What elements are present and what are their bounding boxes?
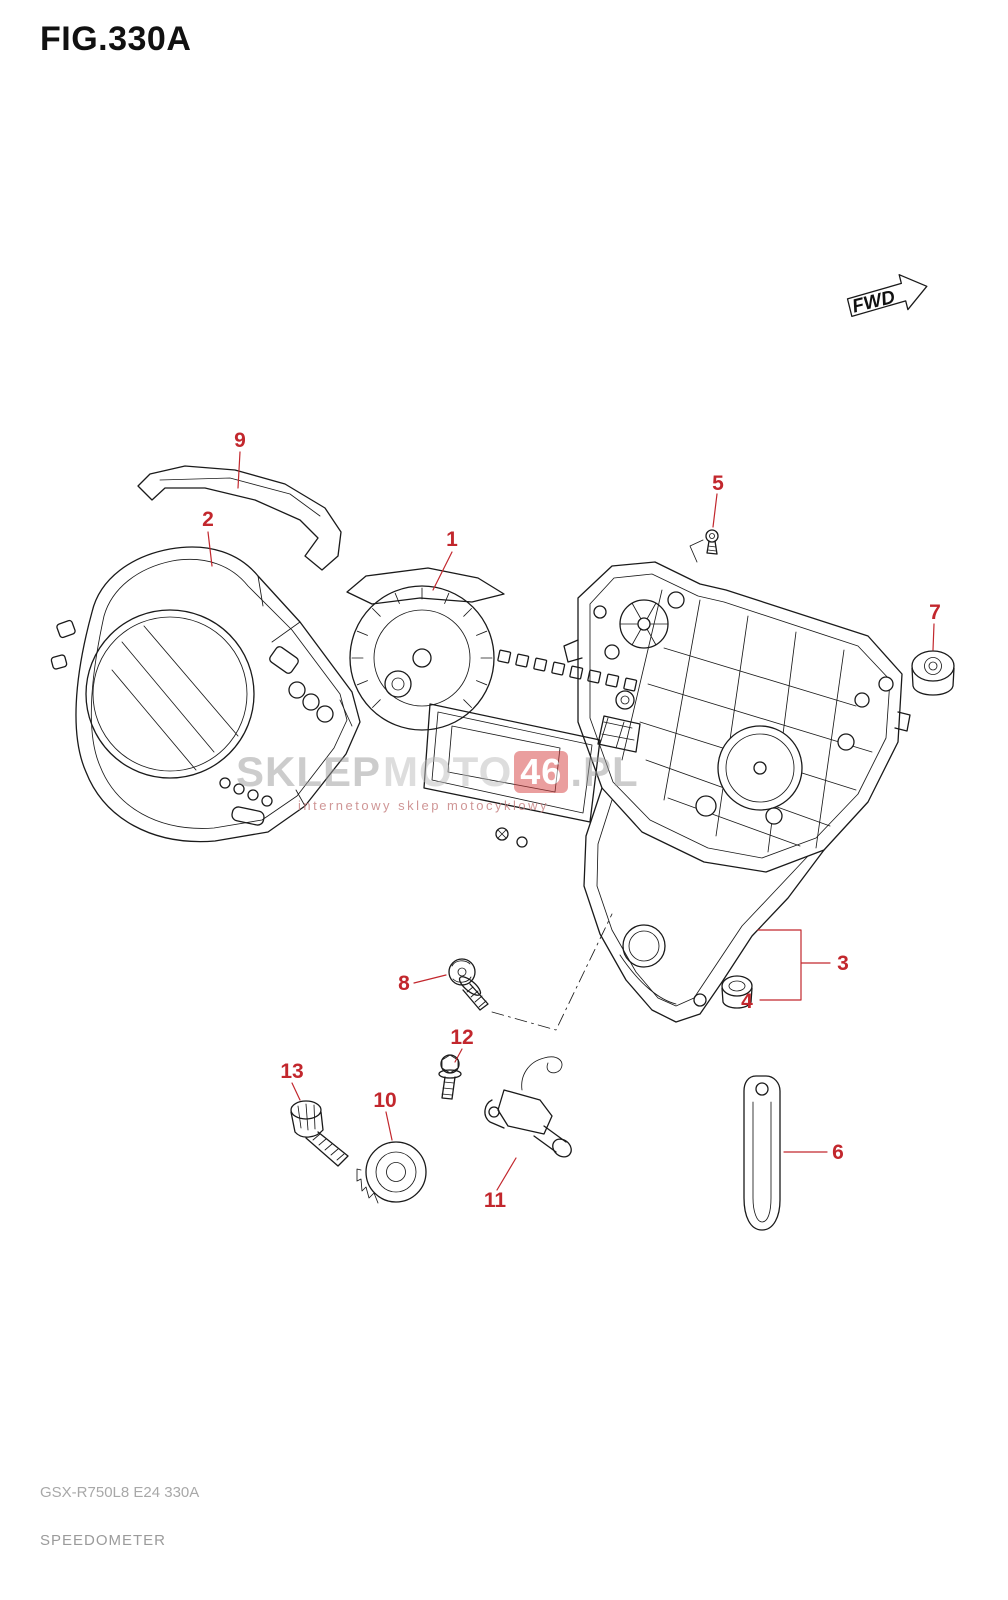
part-bolt-13 xyxy=(290,1100,349,1167)
callout-10-label: 10 xyxy=(373,1089,396,1112)
part-meter-case-3 xyxy=(563,561,911,1023)
part-stay-6 xyxy=(743,1075,781,1231)
part-grommet-7 xyxy=(911,650,955,696)
callout-4-label: 4 xyxy=(741,990,753,1013)
watermark-46-badge: 46 xyxy=(514,751,569,793)
callout-9-label: 9 xyxy=(234,429,246,452)
footer-figure-name: SPEEDOMETER xyxy=(40,1532,167,1549)
part-clip-10 xyxy=(356,1141,427,1204)
part-cover-strip-9 xyxy=(137,465,342,571)
watermark-sklep: SKLEP xyxy=(236,748,382,795)
figure-title: FIG.330A xyxy=(40,20,192,58)
callout-12-label: 12 xyxy=(450,1026,473,1049)
callout-leader-lines xyxy=(207,451,935,1191)
part-speed-sensor-11 xyxy=(484,1056,572,1158)
part-meter-cover-2 xyxy=(50,546,361,843)
fwd-label: FWD xyxy=(850,287,897,318)
part-screw-8 xyxy=(448,913,613,1031)
footer-model-code: GSX-R750L8 E24 330A xyxy=(40,1484,200,1501)
callout-8-label: 8 xyxy=(398,972,410,995)
callout-3-label: 3 xyxy=(837,952,849,975)
callout-11-label: 11 xyxy=(484,1189,507,1212)
watermark-moto: MOTO xyxy=(383,748,513,795)
callout-7-label: 7 xyxy=(929,601,941,624)
part-screw-12 xyxy=(438,1054,462,1100)
part-cushion-4 xyxy=(721,975,753,1009)
watermark-subtitle: internetowy sklep motocyklowy xyxy=(298,798,549,813)
part-screw-5 xyxy=(689,529,719,563)
fwd-arrow: FWD xyxy=(846,274,928,318)
callout-1-label: 1 xyxy=(446,528,458,551)
callout-6-label: 6 xyxy=(832,1141,844,1164)
callout-5-label: 5 xyxy=(712,472,724,495)
callout-13-label: 13 xyxy=(280,1060,303,1083)
watermark-pl: .PL xyxy=(570,748,639,795)
callout-labels: 1 2 3 4 5 6 7 8 9 10 11 12 13 xyxy=(202,429,941,1212)
callout-2-label: 2 xyxy=(202,508,214,531)
